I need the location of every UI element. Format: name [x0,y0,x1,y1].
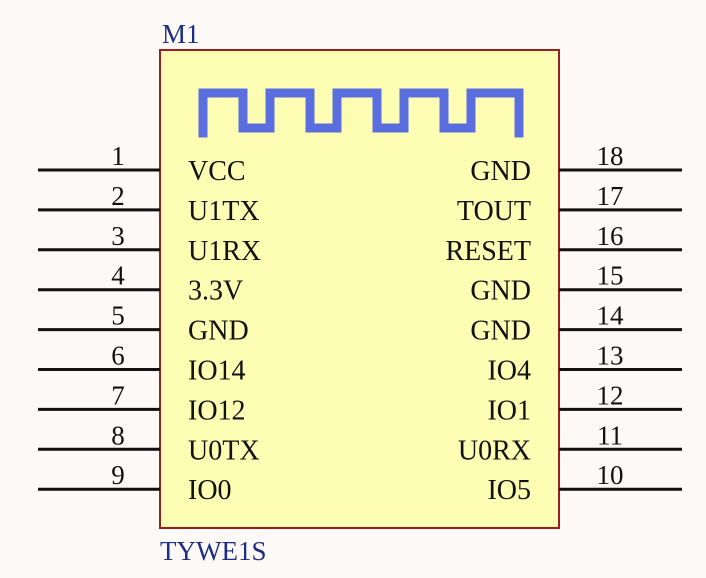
pin-number: 8 [111,420,125,450]
wifi-waveform-icon [198,88,524,138]
pin-number: 16 [597,221,624,251]
pin-name: IO5 [487,475,531,506]
pin-number: 14 [597,301,625,331]
pin-name: GND [470,316,531,347]
pin-name: U0TX [188,435,260,466]
pin-number: 6 [111,341,125,371]
pin-number: 1 [111,141,125,171]
pin-name: TOUT [457,196,531,227]
component-designator: M1 [162,19,200,49]
pin-name: U1RX [188,236,261,267]
pin-name: U1TX [188,196,260,227]
pin-number: 17 [597,181,624,211]
pin-name: GND [470,156,531,187]
pin-number: 3 [111,221,125,251]
right-pin-group: 18GND17TOUT16RESET15GND14GND13IO412IO111… [445,141,682,506]
pin-number: 15 [597,261,624,291]
pin-number: 10 [597,460,624,490]
pin-name: RESET [445,236,531,267]
pin-name: IO0 [188,475,232,506]
pin-name: IO12 [188,395,246,426]
pin-name: IO14 [188,356,246,387]
module-body [159,49,560,529]
pin-name: GND [470,276,531,307]
pin-name: 3.3V [188,276,243,307]
pin-number: 18 [597,141,624,171]
component-part-name: TYWE1S [160,536,266,566]
pin-name: VCC [188,156,246,187]
pin-number: 12 [597,380,624,410]
pin-name: IO1 [487,395,531,426]
pin-number: 9 [111,460,125,490]
pin-number: 4 [111,261,125,291]
left-pin-4: 4 3.3V [38,261,243,307]
pin-number: 7 [111,380,125,410]
pin-name: GND [188,316,249,347]
pin-number: 5 [111,301,125,331]
pin-name: U0RX [458,435,531,466]
pin-number: 2 [111,181,125,211]
pin-number: 11 [597,420,623,450]
pin-name: IO4 [487,356,531,387]
pin-number: 13 [597,341,624,371]
